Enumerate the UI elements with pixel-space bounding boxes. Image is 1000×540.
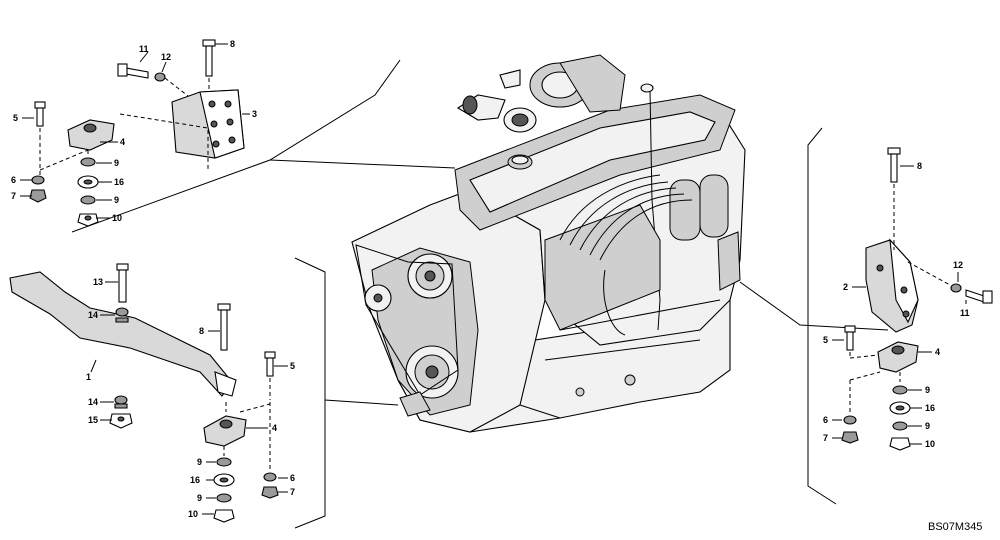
label-9-top-b: 9 — [114, 195, 119, 205]
label-5-bottom-left: 5 — [290, 361, 295, 371]
label-2: 2 — [843, 282, 848, 292]
label-14-bottom: 14 — [88, 397, 98, 407]
engine-assembly — [351, 54, 746, 433]
label-4-right: 4 — [935, 347, 940, 357]
label-3: 3 — [252, 109, 257, 119]
label-11-top: 11 — [139, 44, 149, 54]
leader-lines — [20, 43, 967, 515]
right-inset — [739, 127, 993, 505]
part-labels: 11 12 8 3 5 4 9 16 9 10 6 7 13 14 1 14 1… — [11, 39, 970, 519]
label-7-bl: 7 — [290, 487, 295, 497]
label-12-right: 12 — [953, 260, 963, 270]
rubber-mount-4b — [203, 415, 247, 447]
label-12-top: 12 — [161, 52, 171, 62]
label-8-bottom-left: 8 — [199, 326, 204, 336]
label-8-right: 8 — [917, 161, 922, 171]
figure-code: BS07M345 — [928, 521, 982, 533]
label-6-top: 6 — [11, 175, 16, 185]
label-9-bl-b: 9 — [197, 493, 202, 503]
bottom-left-inset — [9, 257, 399, 529]
label-6-right: 6 — [823, 415, 828, 425]
label-14-top: 14 — [88, 310, 98, 320]
label-16-right: 16 — [925, 403, 935, 413]
label-1: 1 — [86, 372, 91, 382]
label-8-top: 8 — [230, 39, 235, 49]
top-left-inset — [29, 39, 456, 233]
rubber-mount-4c — [877, 341, 919, 373]
label-4-bottom-left: 4 — [272, 423, 277, 433]
label-10-right: 10 — [925, 439, 935, 449]
label-9-top-a: 9 — [114, 158, 119, 168]
label-5-right: 5 — [823, 335, 828, 345]
label-9-bl-a: 9 — [197, 457, 202, 467]
label-7-right: 7 — [823, 433, 828, 443]
label-9-right-b: 9 — [925, 421, 930, 431]
label-10-top: 10 — [112, 213, 122, 223]
label-4-top: 4 — [120, 137, 125, 147]
label-5-top: 5 — [13, 113, 18, 123]
label-16-bl: 16 — [190, 475, 200, 485]
label-11-right: 11 — [960, 308, 970, 318]
label-15: 15 — [88, 415, 98, 425]
label-9-right-a: 9 — [925, 385, 930, 395]
label-13: 13 — [93, 277, 103, 287]
label-7-top: 7 — [11, 191, 16, 201]
label-16-top: 16 — [114, 177, 124, 187]
label-10-bl: 10 — [188, 509, 198, 519]
label-6-bl: 6 — [290, 473, 295, 483]
